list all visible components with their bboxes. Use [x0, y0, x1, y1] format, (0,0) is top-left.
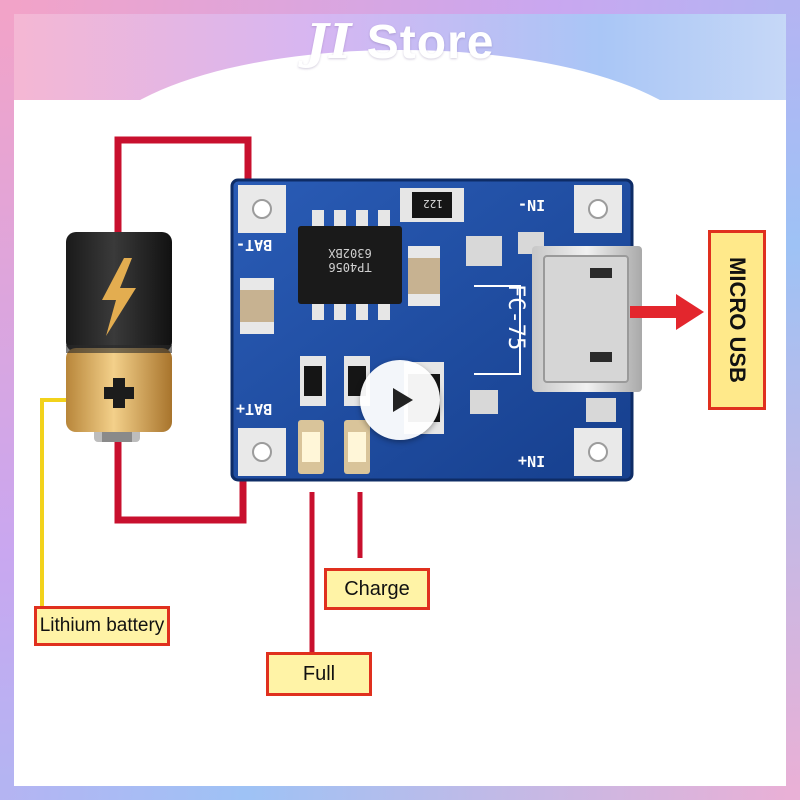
store-name: Store: [366, 16, 495, 69]
play-icon: [393, 388, 413, 412]
play-button[interactable]: [360, 360, 440, 440]
chip-line-2: 6302BX: [328, 246, 372, 260]
resistor-marking: 122: [423, 197, 443, 210]
micro-usb-text: MICRO USB: [725, 257, 750, 383]
bat-minus-label: BAT-: [236, 236, 273, 254]
chip-marking: TP4056 6302BX: [308, 246, 392, 274]
in-minus-label: IN-: [518, 196, 546, 214]
battery-icon: [66, 232, 172, 442]
micro-usb-label: MICRO USB: [708, 230, 766, 410]
charger-pcb: [230, 178, 642, 482]
charge-label: Charge: [324, 568, 430, 610]
bat-plus-label: BAT+: [236, 400, 273, 418]
lithium-battery-label: Lithium battery: [34, 606, 170, 646]
micro-usb-port: [532, 246, 642, 392]
fc-label: FC-75: [503, 284, 528, 351]
full-label: Full: [266, 652, 372, 696]
store-mark: JI: [305, 14, 353, 70]
in-plus-label: IN+: [518, 452, 546, 470]
chip-line-1: TP4056: [328, 260, 372, 274]
